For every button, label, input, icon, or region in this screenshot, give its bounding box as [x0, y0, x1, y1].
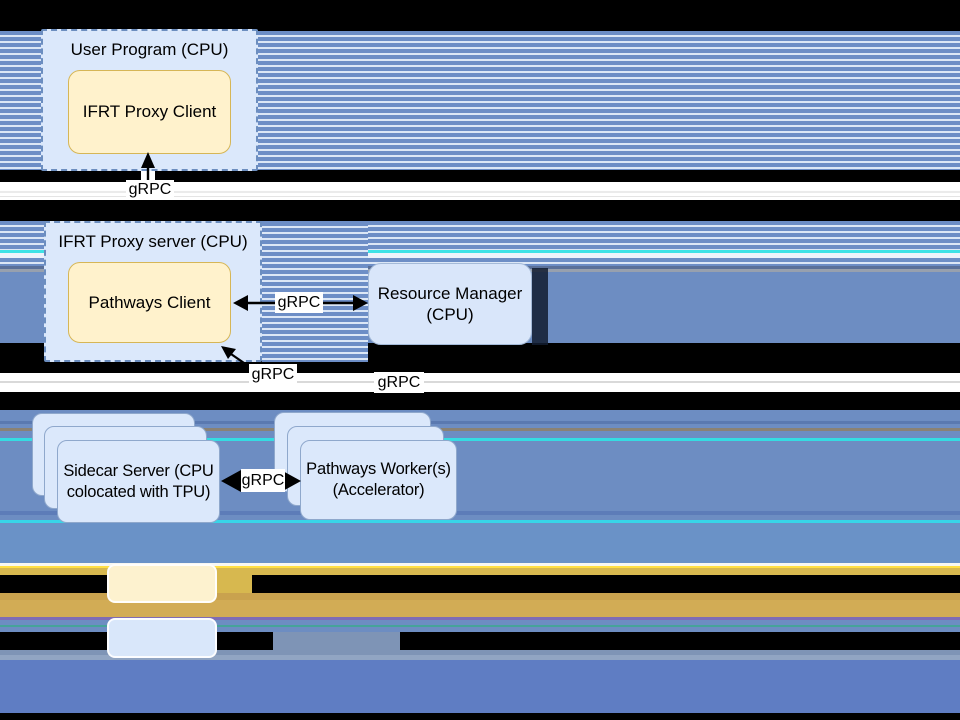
bg-band	[0, 381, 960, 383]
pathways-worker-line1: Pathways Worker(s)	[306, 460, 451, 478]
sidecar-server-line2: colocated with TPU)	[66, 482, 211, 501]
sidecar-server-line1: Sidecar Server (CPU	[63, 461, 214, 480]
bg-band	[0, 655, 960, 660]
bg-band	[0, 617, 960, 620]
bg-band	[0, 511, 960, 515]
pathways-worker-line2: (Accelerator)	[332, 481, 425, 499]
bg-band	[0, 196, 960, 197]
bg-band	[0, 620, 960, 625]
grpc-label-manager-client: gRPC	[275, 292, 323, 313]
user-program-title: User Program (CPU)	[70, 40, 229, 59]
bg-band	[0, 627, 960, 632]
bg-band	[0, 250, 960, 253]
ifrt-proxy-client-label: IFRT Proxy Client	[82, 102, 217, 121]
bg-band	[0, 253, 960, 258]
bg-band	[0, 713, 960, 720]
bg-band	[0, 600, 960, 617]
ifrt-proxy-server-title: IFRT Proxy server (CPU)	[58, 232, 248, 251]
grpc-label-sidecar-client: gRPC	[249, 364, 297, 385]
bg-band	[273, 632, 400, 650]
pathways-client-box: Pathways Client	[68, 262, 231, 343]
bg-band	[0, 410, 960, 421]
bg-band	[0, 566, 960, 568]
bg-band	[217, 575, 252, 593]
bg-band	[0, 593, 960, 600]
bg-band	[0, 625, 960, 627]
grpc-label-worker-manager: gRPC	[374, 372, 424, 393]
bg-band	[0, 170, 960, 182]
pathways-worker-box: Pathways Worker(s) (Accelerator)	[300, 440, 457, 520]
sidecar-server-box: Sidecar Server (CPU colocated with TPU)	[57, 440, 220, 523]
bg-band	[0, 523, 960, 563]
bg-band	[0, 191, 960, 193]
bg-band	[0, 632, 960, 650]
bg-shadow-strip	[532, 268, 548, 345]
bg-band	[0, 258, 960, 266]
bg-band	[0, 200, 960, 221]
bg-band	[0, 428, 960, 431]
bg-band	[0, 563, 960, 566]
pathways-client-label: Pathways Client	[88, 292, 211, 312]
bg-band	[0, 438, 960, 441]
bg-band	[0, 0, 960, 31]
legend-yellow-swatch	[107, 564, 217, 603]
bg-band	[0, 392, 960, 410]
bg-band	[0, 431, 960, 438]
bg-band	[0, 568, 960, 575]
bg-band	[0, 520, 960, 523]
bg-band	[0, 424, 960, 428]
bg-band	[0, 660, 960, 713]
resource-manager-line1: Resource Manager	[377, 284, 523, 303]
legend-blue-swatch	[107, 618, 217, 658]
resource-manager-line2: (CPU)	[426, 305, 474, 324]
bg-band	[0, 650, 960, 655]
bg-band	[0, 515, 960, 520]
resource-manager-box: Resource Manager (CPU)	[368, 263, 532, 345]
ifrt-proxy-client-box: IFRT Proxy Client	[68, 70, 231, 154]
bg-band	[0, 421, 960, 424]
grpc-label-sidecar-worker: gRPC	[241, 469, 285, 492]
grpc-label-client: gRPC	[126, 180, 174, 200]
